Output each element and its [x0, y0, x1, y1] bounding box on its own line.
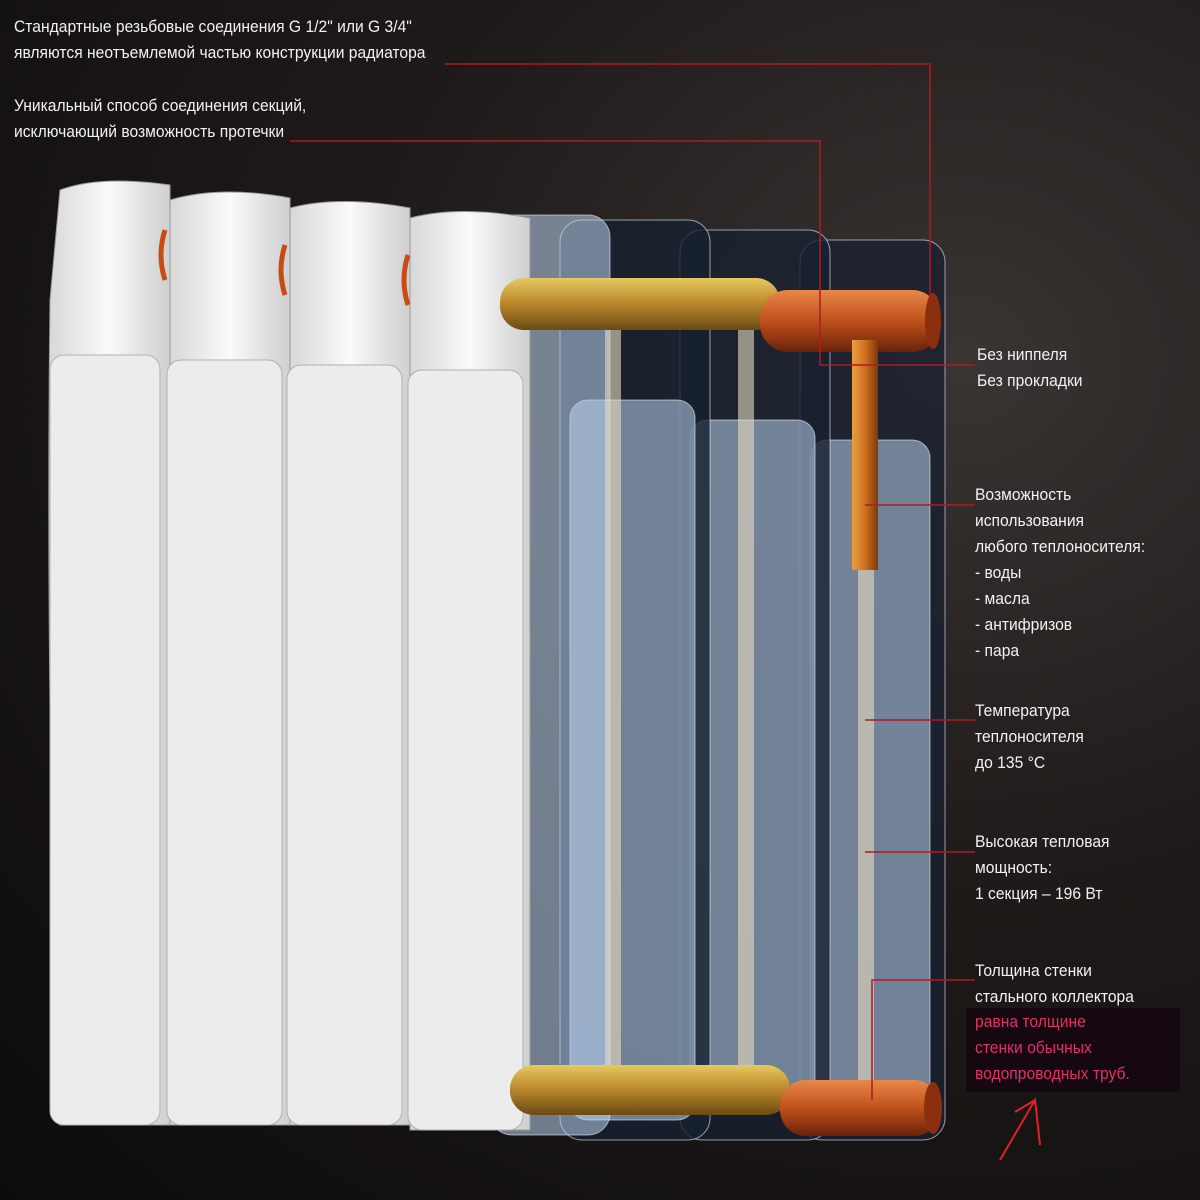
callout-line: Возможность — [975, 485, 1072, 504]
callout-line: Высокая тепловая — [975, 832, 1110, 851]
callout-line: Без ниппеля — [977, 345, 1068, 364]
note-box — [966, 1008, 1180, 1092]
callout-line: 1 секция – 196 Вт — [975, 884, 1103, 903]
leader-lines — [290, 63, 975, 1100]
top-collector — [500, 278, 780, 330]
callout-line: - пара — [975, 641, 1020, 660]
callout-line: стального коллектора — [975, 987, 1134, 1006]
white-fins — [49, 354, 524, 1131]
bottom-collector — [510, 1065, 790, 1115]
callout-nipple: Без ниппеля Без прокладки — [977, 342, 1083, 394]
callout-line: Температура — [975, 701, 1070, 720]
callout-line: равна толщине — [975, 1012, 1086, 1031]
callout-connection: Уникальный способ соединения секций, иск… — [14, 93, 306, 145]
transparent-sections — [489, 214, 946, 1141]
callout-line: Без прокладки — [977, 371, 1083, 390]
callout-line: любого теплоносителя: — [975, 537, 1146, 556]
callout-line: мощность: — [975, 858, 1053, 877]
callout-line: использования — [975, 511, 1085, 530]
arrow-icon — [999, 1096, 1041, 1161]
callout-line: - масла — [975, 589, 1030, 608]
callout-line: Уникальный способ соединения секций, — [14, 96, 307, 115]
callout-line: - воды — [975, 563, 1022, 582]
section-seams — [158, 229, 411, 306]
top-collector-cutaway — [760, 290, 940, 352]
vertical-cutaway-pipe — [852, 340, 878, 570]
callout-power: Высокая тепловая мощность: 1 секция – 19… — [975, 829, 1110, 907]
callout-line: до 135 °С — [975, 753, 1046, 772]
callout-line: - антифризов — [975, 615, 1073, 634]
callout-line: стенки обычных — [975, 1038, 1092, 1057]
callout-line: теплоносителя — [975, 727, 1084, 746]
callout-threads: Стандартные резьбовые соединения G 1/2" … — [14, 14, 426, 66]
callout-wall: Толщина стенки стального коллектора — [975, 958, 1134, 1010]
callout-line: Толщина стенки — [975, 961, 1092, 980]
callout-line: являются неотъемлемой частью конструкции… — [14, 43, 426, 62]
vertical-channels — [605, 300, 874, 1090]
callout-line: водопроводных труб. — [975, 1064, 1130, 1083]
callout-wall-note: равна толщине стенки обычных водопроводн… — [975, 1009, 1130, 1087]
callout-line: Стандартные резьбовые соединения G 1/2" … — [14, 17, 412, 36]
callout-line: исключающий возможность протечки — [14, 122, 285, 141]
callout-coolant: Возможность использования любого теплоно… — [975, 482, 1145, 664]
callout-temperature: Температура теплоносителя до 135 °С — [975, 698, 1084, 776]
